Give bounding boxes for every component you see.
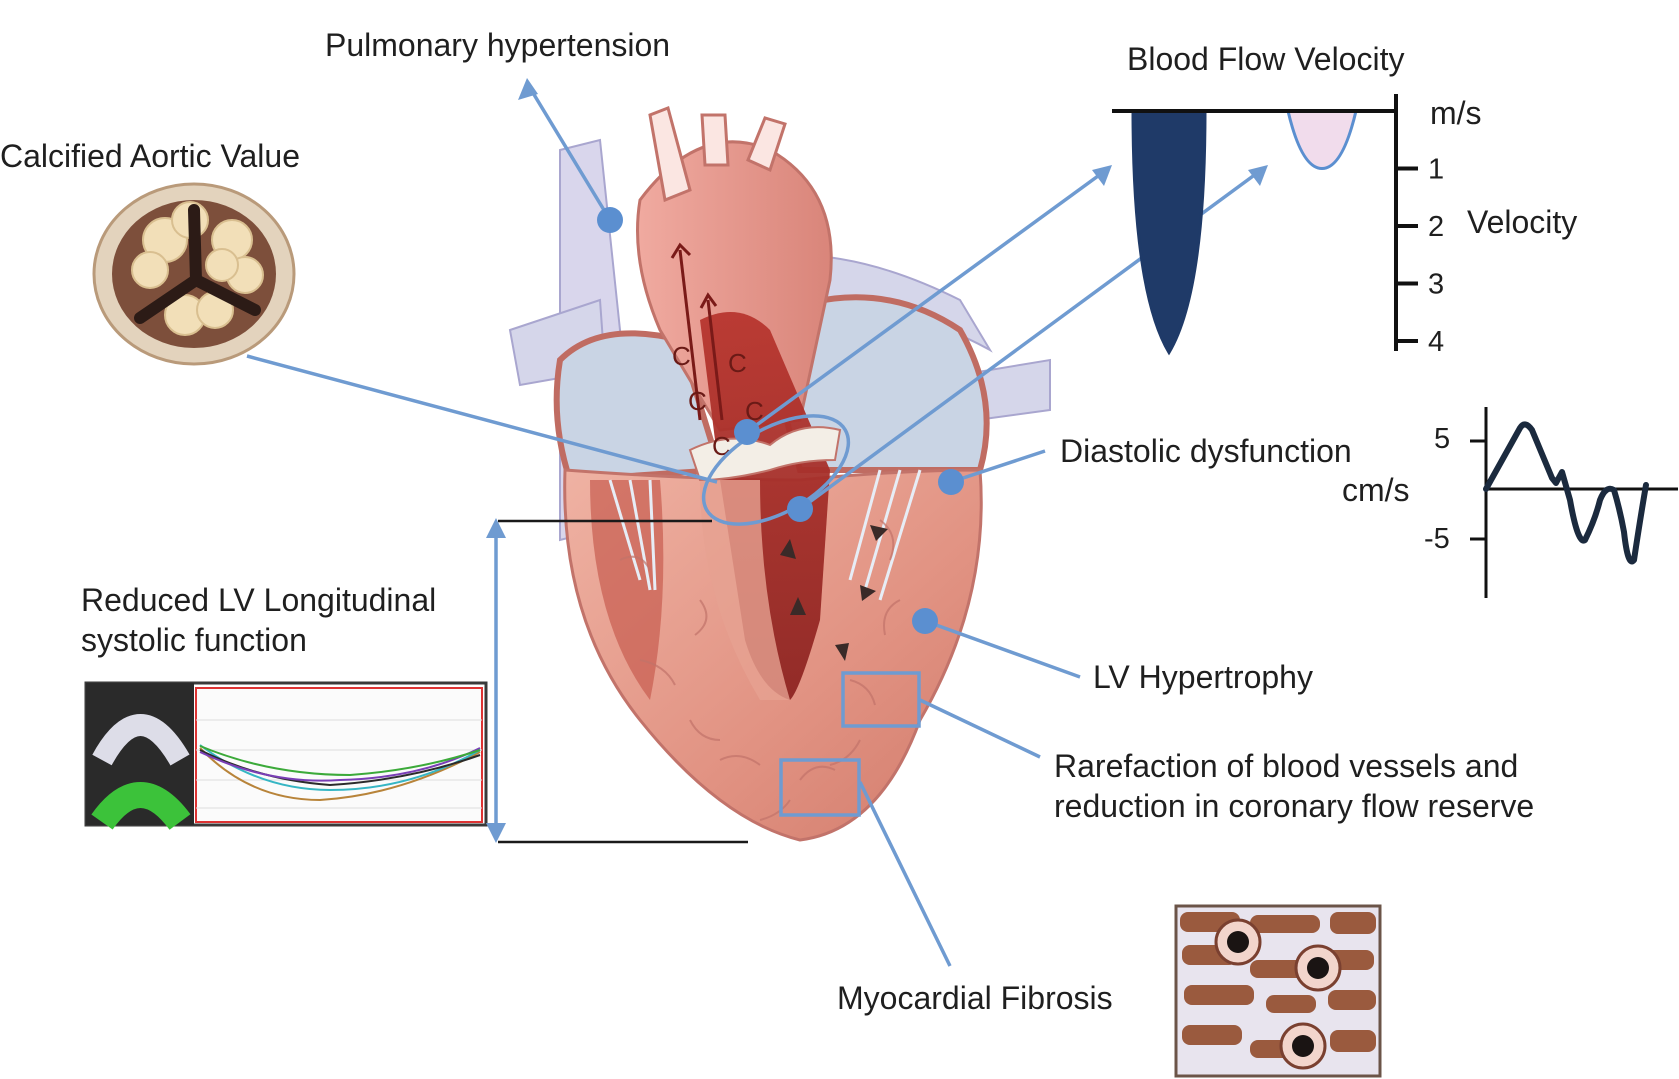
ventricle-arrows (780, 525, 888, 661)
velocity-jet-normal (1286, 109, 1358, 171)
velocity-unit: m/s (1430, 95, 1482, 131)
fibrosis-image (1174, 904, 1382, 1078)
strain-image (84, 681, 488, 831)
velocity-axis-label: Velocity (1467, 204, 1578, 240)
velocity-tick-label-3: 3 (1428, 269, 1444, 301)
doppler-tick-label-5: 5 (1434, 423, 1451, 455)
calcified-aortic-label: Calcified Aortic Value (0, 138, 300, 174)
rarefaction-label-line1: Rarefaction of blood vessels and (1054, 748, 1519, 784)
rv-cavity (590, 480, 664, 700)
bracket-lines (498, 519, 748, 844)
chordae (608, 469, 922, 601)
flow-arrows: C C C C C (670, 242, 764, 461)
svg-text:C: C (712, 431, 731, 461)
heart-illustration: C C C C C (508, 105, 1051, 842)
callout-arrowheads (486, 78, 1268, 843)
svg-text:C: C (688, 386, 707, 416)
aortic-branch-3 (746, 116, 787, 173)
velocity-tick-label-1: 1 (1428, 154, 1444, 186)
blood-flow-velocity-title: Blood Flow Velocity (1127, 41, 1405, 77)
septum (700, 480, 790, 700)
reduced-lv-label-line2: systolic function (81, 622, 307, 658)
callout-dots (597, 207, 964, 634)
calcified-valve-image (92, 182, 296, 366)
velocity-tick-label-2: 2 (1428, 211, 1444, 243)
muscle-texture (619, 519, 901, 821)
aortic-branch-2 (700, 113, 730, 167)
lv-hypertrophy-label: LV Hypertrophy (1093, 659, 1313, 695)
tissue-doppler-chart (1470, 407, 1678, 598)
aortic-branch-1 (648, 105, 692, 203)
velocity-tick-label-4: 4 (1428, 326, 1444, 358)
velocity-chart: 1 2 3 4 (1112, 94, 1444, 358)
rarefaction-label-line2: reduction in coronary flow reserve (1054, 788, 1535, 824)
diastolic-dysfunction-label: Diastolic dysfunction (1060, 433, 1352, 469)
reduced-lv-label-line1: Reduced LV Longitudinal (81, 582, 437, 618)
svg-text:C: C (728, 348, 747, 378)
svg-text:C: C (745, 396, 764, 426)
doppler-waveform (1483, 421, 1649, 565)
pulmonary-hypertension-label: Pulmonary hypertension (325, 27, 671, 63)
svg-text:C: C (672, 341, 691, 371)
velocity-jet-aortic (1131, 109, 1207, 356)
doppler-unit: cm/s (1342, 472, 1410, 508)
myocardial-fibrosis-label: Myocardial Fibrosis (837, 980, 1113, 1016)
doppler-tick-label-neg5: -5 (1424, 523, 1450, 555)
